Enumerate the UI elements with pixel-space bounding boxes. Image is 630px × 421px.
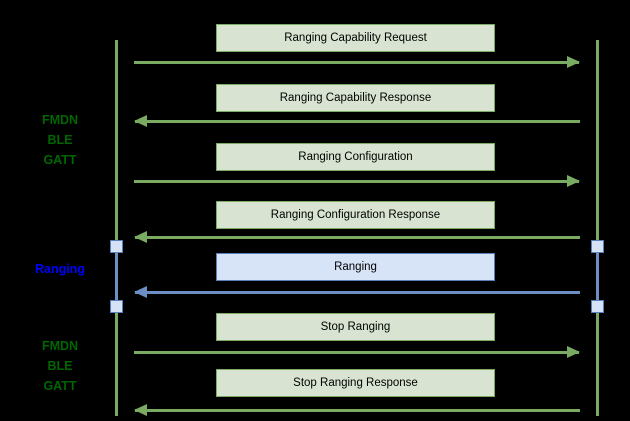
message-arrow-stop-ranging-response [134, 404, 580, 416]
arrow-shaft [135, 120, 580, 123]
left-lifeline-lower [115, 308, 118, 416]
right-activation-node-end[interactable] [591, 300, 604, 313]
message-box-stop-ranging: Stop Ranging [216, 313, 495, 341]
message-arrow-ranging-configuration [134, 175, 580, 187]
arrow-shaft [134, 351, 579, 354]
left-activation-bar [115, 246, 118, 306]
left-lifeline-upper [115, 40, 118, 244]
right-lifeline-upper [596, 40, 599, 244]
arrowhead-left-icon [134, 404, 147, 416]
message-box-ranging-configuration: Ranging Configuration [216, 143, 495, 171]
message-arrow-ranging-capability-request [134, 56, 580, 68]
left-activation-node-start[interactable] [110, 240, 123, 253]
right-activation-bar [596, 246, 599, 306]
message-box-ranging-configuration-response: Ranging Configuration Response [216, 201, 495, 229]
phase-label-ranging: Ranging [35, 262, 85, 276]
message-arrow-stop-ranging [134, 346, 580, 358]
right-activation-node-start[interactable] [591, 240, 604, 253]
arrowhead-right-icon [567, 175, 580, 187]
arrowhead-left-icon [134, 286, 147, 298]
arrowhead-right-icon [567, 56, 580, 68]
arrow-shaft [134, 61, 579, 64]
left-activation-node-end[interactable] [110, 300, 123, 313]
arrow-shaft [135, 291, 580, 294]
message-box-ranging-capability-request: Ranging Capability Request [216, 24, 495, 52]
message-box-ranging-capability-response: Ranging Capability Response [216, 84, 495, 112]
message-box-stop-ranging-response: Stop Ranging Response [216, 369, 495, 397]
right-lifeline-lower [596, 308, 599, 416]
message-box-ranging: Ranging [216, 253, 495, 281]
arrow-shaft [135, 236, 580, 239]
message-arrow-ranging-configuration-response [134, 231, 580, 243]
arrowhead-right-icon [567, 346, 580, 358]
message-arrow-ranging-capability-response [134, 115, 580, 127]
arrow-shaft [135, 409, 580, 412]
phase-label-fmdn-top: FMDN BLE GATT [41, 113, 79, 167]
message-arrow-ranging [134, 286, 580, 298]
arrow-shaft [134, 180, 579, 183]
arrowhead-left-icon [134, 115, 147, 127]
arrowhead-left-icon [134, 231, 147, 243]
phase-label-fmdn-bottom: FMDN BLE GATT [41, 339, 79, 393]
